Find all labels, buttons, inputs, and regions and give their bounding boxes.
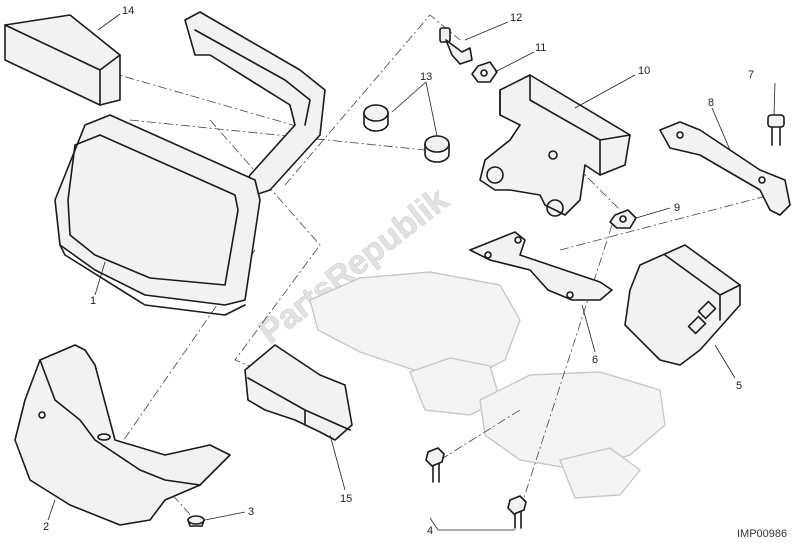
ghost-lower-clamp xyxy=(479,371,666,499)
part-9-nut xyxy=(609,209,637,229)
callout-11: 11 xyxy=(535,42,546,54)
drawing-reference: IMP00986 xyxy=(737,528,787,540)
part-12-bolt xyxy=(439,27,473,65)
callout-4: 4 xyxy=(427,525,433,537)
part-3-screw xyxy=(187,515,205,527)
callout-5: 5 xyxy=(736,380,742,392)
part-8-plate xyxy=(659,121,791,216)
callout-labels: 14 1 2 3 4 5 6 7 8 9 10 11 12 13 15 xyxy=(43,5,754,537)
callout-9: 9 xyxy=(674,202,680,214)
callout-14: 14 xyxy=(122,5,134,17)
callout-1: 1 xyxy=(90,295,96,307)
callout-12: 12 xyxy=(510,12,522,24)
callout-8: 8 xyxy=(708,97,714,109)
ghost-upper-clamp xyxy=(309,271,521,416)
callout-3: 3 xyxy=(248,506,254,518)
callout-7: 7 xyxy=(748,69,754,81)
part-14-foam-block xyxy=(4,14,121,106)
callout-6: 6 xyxy=(592,354,598,366)
part-4-screws xyxy=(425,447,527,529)
callout-10: 10 xyxy=(638,65,650,77)
part-11-nut xyxy=(471,61,498,83)
part-1-instrument-cover xyxy=(54,11,326,316)
callout-15: 15 xyxy=(340,493,352,505)
callout-13: 13 xyxy=(420,71,432,83)
part-2-lower-cover xyxy=(14,344,231,526)
part-10-bracket xyxy=(479,74,631,217)
part-15-foam-pad xyxy=(244,344,353,441)
part-5-rubber-block xyxy=(624,244,741,366)
part-6-bracket-plate xyxy=(469,231,613,301)
callout-2: 2 xyxy=(43,521,49,533)
leader-lines xyxy=(47,13,776,531)
part-7-bolt xyxy=(767,114,785,146)
